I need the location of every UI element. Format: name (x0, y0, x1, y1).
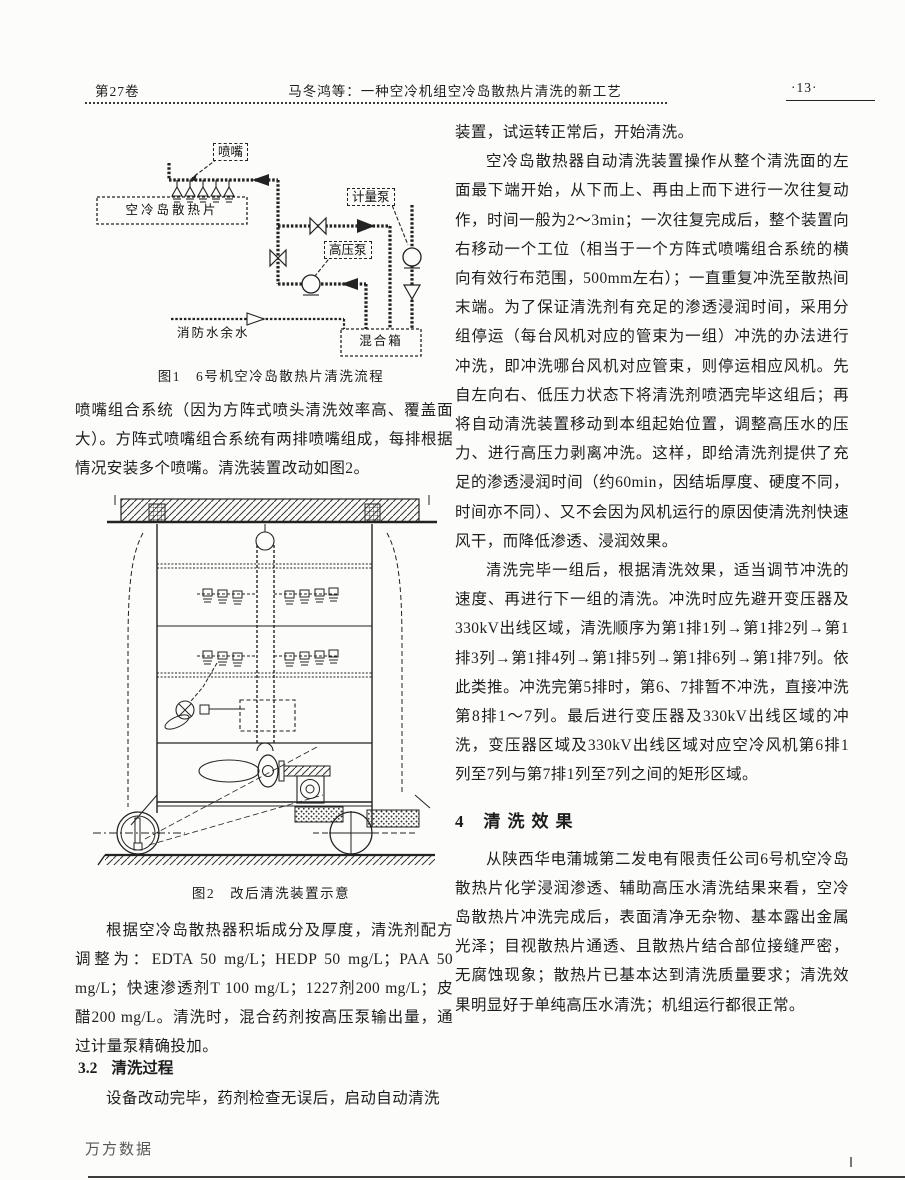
section-number: 4 (455, 811, 466, 831)
figure2-caption: 图2 改后清洗装置示意 (191, 886, 351, 901)
section-title: 清洗效果 (483, 811, 580, 831)
section-number: 3.2 (78, 1060, 98, 1077)
section-title: 清洗过程 (111, 1060, 174, 1077)
scan-mark (850, 1157, 852, 1167)
right-para-3: 清洗完毕一组后，根据清洗效果，适当调节冲洗的速度、再进行下一组的清洗。冲洗时应先… (455, 562, 849, 784)
fig1-label-fire-water: 消防水余水 (177, 326, 250, 340)
scan-bottom-edge (88, 1176, 905, 1178)
right-para-2: 空冷岛散热器自动清洗装置操作从整个清洗面的左面最下端开始，从下而上、再由上而下进… (455, 153, 849, 550)
figure1-lineart (96, 158, 422, 357)
fig1-label-nozzle: 喷嘴 (213, 143, 249, 161)
left-para-3: 设备改动完毕，药剂检查无误后，启动自动清洗 (106, 1090, 440, 1107)
section-heading-3-2: 3.2 清洗过程 (78, 1056, 173, 1078)
header-rule-dotted (85, 102, 667, 104)
right-column: 装置，试运转正常后，开始清洗。 空冷岛散热器自动清洗装置操作从整个清洗面的左面最… (455, 118, 849, 1020)
figure1-piping-diagram: 喷嘴 空冷岛散热片 计量泵 高压泵 消防水余水 混合箱 (85, 133, 457, 367)
journal-volume: 第27卷 (95, 84, 140, 99)
fig1-label-metering-pump: 计量泵 (347, 188, 395, 206)
page-number: ·13· (791, 80, 818, 95)
running-title: 马冬鸿等：一种空冷机组空冷岛散热片清洗的新工艺 (288, 84, 622, 99)
header-rule-solid (786, 100, 875, 101)
right-para-4: 从陕西华电蒲城第二发电有限责任公司6号机空冷岛散热片化学浸润渗透、辅助高压水清洗… (455, 850, 849, 1014)
left-para-1: 喷嘴组合系统（因为方阵式喷头清洗效率高、覆盖面大）。方阵式喷嘴组合系统有两排喷嘴… (75, 402, 453, 477)
wanfang-watermark: 万方数据 (85, 1142, 154, 1158)
fig1-label-hp-pump: 高压泵 (324, 241, 372, 259)
right-para-1: 装置，试运转正常后，开始清洗。 (455, 124, 694, 141)
fig1-label-mixing-box: 混合箱 (359, 334, 403, 348)
section-heading-4: 4 清洗效果 (455, 807, 849, 832)
figure2-lineart (93, 495, 437, 866)
figure1-caption: 图1 6号机空冷岛散热片清洗流程 (157, 369, 385, 384)
left-para-2: 根据空冷岛散热器积垢成分及厚度，清洗剂配方调整为：EDTA 50 mg/L；HE… (75, 922, 453, 1055)
fig1-label-heatsink: 空冷岛散热片 (125, 203, 219, 217)
figure2-device-drawing (85, 495, 457, 877)
